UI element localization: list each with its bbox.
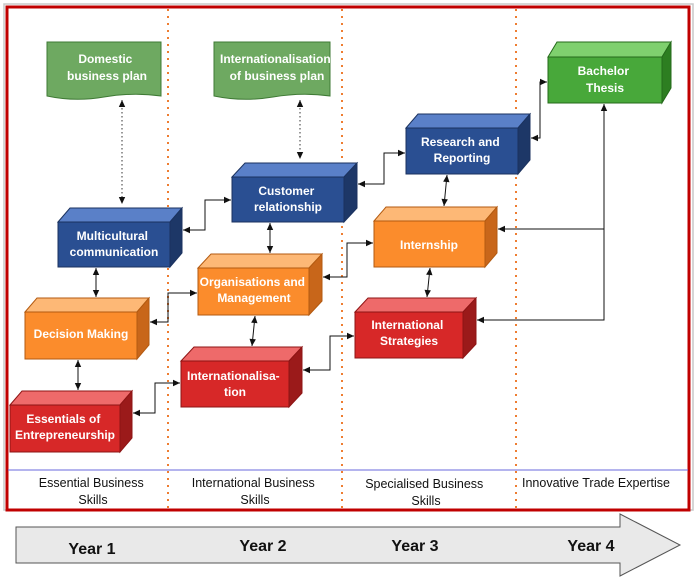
- svg-text:Customer relationship: Customer relationship: [254, 184, 322, 214]
- intl-plan-box: Internationalisation of business plan: [213, 41, 334, 100]
- essentials-entrepreneurship-box: Essentials of Entrepreneurship: [8, 389, 134, 454]
- svg-text:Internship: Internship: [400, 238, 458, 252]
- domestic-plan-box: Domestic business plan: [46, 41, 162, 100]
- zone-label-specialised: Specialised Business Skills: [365, 477, 487, 508]
- year-label-1: Year 1: [68, 541, 115, 558]
- arrowhead: [183, 226, 190, 234]
- connector-internationalisation-strategies: [303, 335, 354, 371]
- international-strategies-box: International Strategies: [353, 296, 478, 360]
- arrowhead: [92, 290, 100, 297]
- decision-making-box: Decision Making: [23, 296, 151, 361]
- connector-decision-organisations: [150, 292, 197, 323]
- internationalisation-box: Internationalisa- tion: [179, 345, 304, 409]
- red-frame: [5, 5, 691, 512]
- arrowhead: [74, 360, 82, 367]
- svg-text:Internationalisa- tion: Internationalisa- tion: [187, 369, 283, 399]
- organisations-management-box: Organisations and Management: [196, 252, 324, 317]
- arrowhead: [296, 100, 304, 107]
- arrowhead: [190, 289, 197, 297]
- svg-text:Internationalisation of: Internationalisation of business plan: [220, 52, 334, 83]
- timeline-arrow: [15, 513, 682, 577]
- zone-label-essential: Essential Business Skills: [39, 476, 147, 507]
- customer-relationship-box: Customer relationship: [230, 161, 359, 224]
- svg-text:Domestic business plan: Domestic business plan: [67, 52, 147, 83]
- zone-label-innovative: Innovative Trade Expertise: [522, 476, 670, 490]
- arrowhead: [118, 100, 126, 107]
- bachelor-thesis-box: Bachelor Thesis: [547, 40, 672, 105]
- arrowhead: [251, 316, 258, 324]
- connector-research-thesis: [531, 81, 547, 139]
- arrowhead: [540, 78, 547, 86]
- internship-box: Internship: [372, 205, 499, 269]
- year-label-3: Year 3: [391, 538, 438, 555]
- research-reporting-box: Research and Reporting: [404, 112, 532, 176]
- connector-essentials-internationalisation: [133, 382, 180, 414]
- arrowhead: [118, 197, 126, 204]
- arrowhead: [443, 175, 450, 183]
- svg-text:Research and Reporting: Research and Reporting: [421, 135, 503, 165]
- connectors: [74, 78, 608, 417]
- arrowhead: [347, 332, 354, 340]
- arrowhead: [498, 225, 505, 233]
- arrowhead: [398, 149, 405, 157]
- svg-text:Essentials of Entreprene: Essentials of Entrepreneurship: [15, 412, 115, 442]
- arrowhead: [426, 268, 433, 276]
- arrowhead: [249, 338, 256, 346]
- arrowhead: [358, 180, 365, 188]
- year-label-4: Year 4: [567, 538, 614, 555]
- arrowhead: [531, 134, 538, 142]
- year-label-2: Year 2: [239, 538, 286, 555]
- arrowhead: [133, 409, 140, 417]
- arrowhead: [477, 316, 484, 324]
- arrowhead: [600, 104, 608, 111]
- connector-customer-research: [358, 152, 405, 185]
- arrowhead: [173, 379, 180, 387]
- arrowhead: [323, 273, 330, 281]
- svg-text:International Strategies: International Strategies: [371, 318, 446, 348]
- zone-label-international: International Business Skills: [192, 476, 318, 507]
- arrowhead: [441, 198, 448, 206]
- arrowhead: [150, 318, 157, 326]
- arrowhead: [424, 289, 431, 297]
- arrowhead: [266, 246, 274, 253]
- arrowhead: [224, 196, 231, 204]
- arrowhead: [366, 239, 373, 247]
- connector-multicultural-customer: [183, 199, 231, 231]
- arrowhead: [303, 366, 310, 374]
- connector-organisations-internship: [323, 242, 373, 278]
- svg-text:Organisations and Manage: Organisations and Management: [200, 275, 309, 305]
- arrowhead: [92, 268, 100, 275]
- arrowhead: [74, 383, 82, 390]
- multicultural-communication-box: Multicultural communication: [56, 206, 184, 269]
- svg-text:Bachelor Thesis: Bachelor Thesis: [578, 64, 633, 95]
- svg-text:Multicultural communicat: Multicultural communication: [70, 229, 159, 259]
- svg-text:Decision Making: Decision Making: [34, 327, 129, 341]
- arrowhead: [266, 223, 274, 230]
- arrowhead: [296, 152, 304, 159]
- connector-thesis-strategies: [477, 229, 605, 321]
